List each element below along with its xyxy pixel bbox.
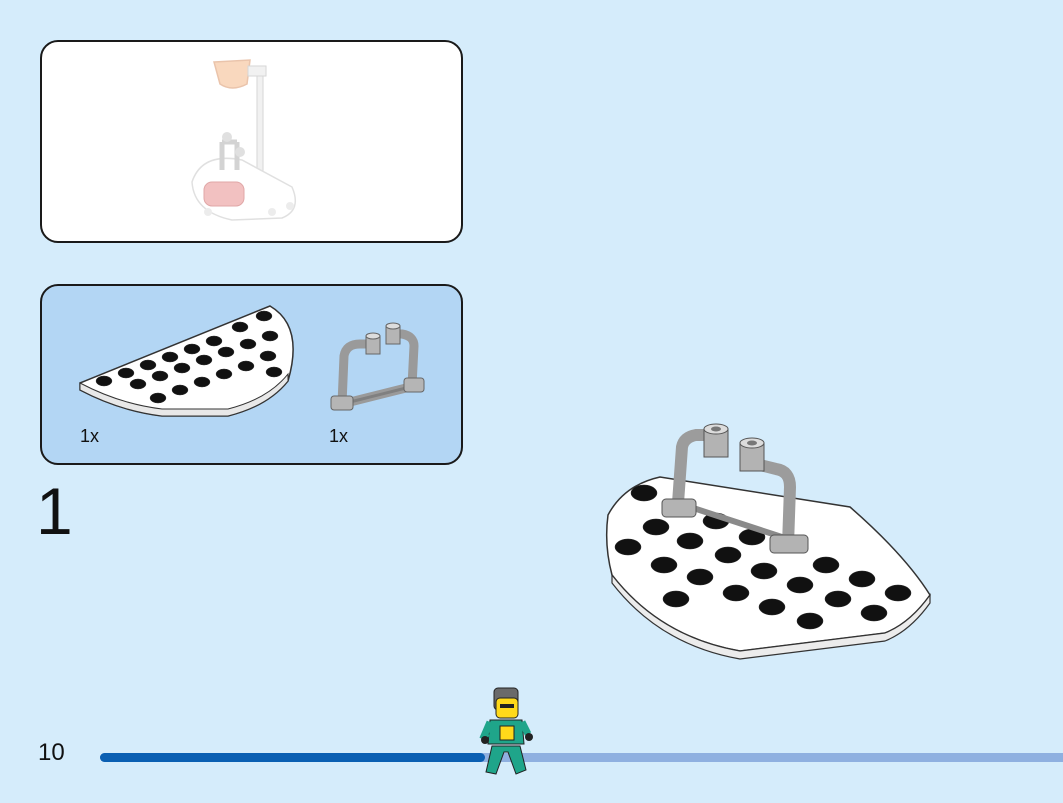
part-count-plate: 1x xyxy=(80,426,100,446)
completed-model-illustration xyxy=(191,59,297,221)
half-round-plate-part xyxy=(79,305,425,417)
step-number: 1 xyxy=(36,474,73,548)
progress-bar xyxy=(100,753,1063,762)
part-count-handle: 1x xyxy=(329,426,349,446)
page-number: 10 xyxy=(38,739,65,766)
minifigure-progress-marker-icon xyxy=(479,687,533,775)
bar-handle-part xyxy=(330,322,425,411)
handle-placed xyxy=(661,423,809,554)
model-preview-panel xyxy=(40,40,463,243)
parts-list-panel: 1x 1x xyxy=(40,284,463,465)
step-build-illustration xyxy=(605,423,931,660)
progress-bar-fill xyxy=(100,753,486,762)
